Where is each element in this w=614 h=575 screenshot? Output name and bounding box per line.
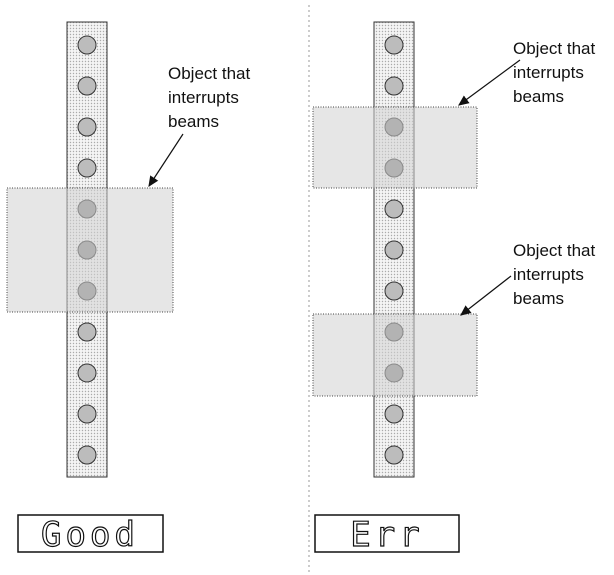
left-beam-11 [77,445,97,465]
right-panel: Object that interrupts beams Object that… [312,21,600,556]
left-beam-10 [77,404,97,424]
right-callout-bottom-arrow [460,275,512,316]
left-beam-3 [77,117,97,137]
right-callout-bottom-label: Object that interrupts beams [513,241,600,308]
left-beam-2 [77,76,97,96]
left-object [6,187,174,313]
left-beam-1 [77,35,97,55]
right-beam-11 [384,445,404,465]
right-beam-7 [384,281,404,301]
right-status-text: Err [350,515,423,555]
right-callout-top-label: Object that interrupts beams [513,39,600,106]
left-status-text: Good [41,515,139,555]
left-beam-8 [77,322,97,342]
right-beam-5 [384,199,404,219]
left-panel: Object that interrupts beams Good [6,21,255,556]
left-callout-label: Object that interrupts beams [168,64,255,131]
right-callout-top-arrow [458,59,521,106]
right-beam-6 [384,240,404,260]
right-object-top [312,106,478,189]
left-callout-arrow [148,133,184,188]
right-beam-1 [384,35,404,55]
right-beam-2 [384,76,404,96]
right-object-bottom [312,313,478,397]
left-beam-9 [77,363,97,383]
left-status-display [17,514,164,553]
right-status-display [314,514,460,553]
right-beam-10 [384,404,404,424]
left-beam-4 [77,158,97,178]
